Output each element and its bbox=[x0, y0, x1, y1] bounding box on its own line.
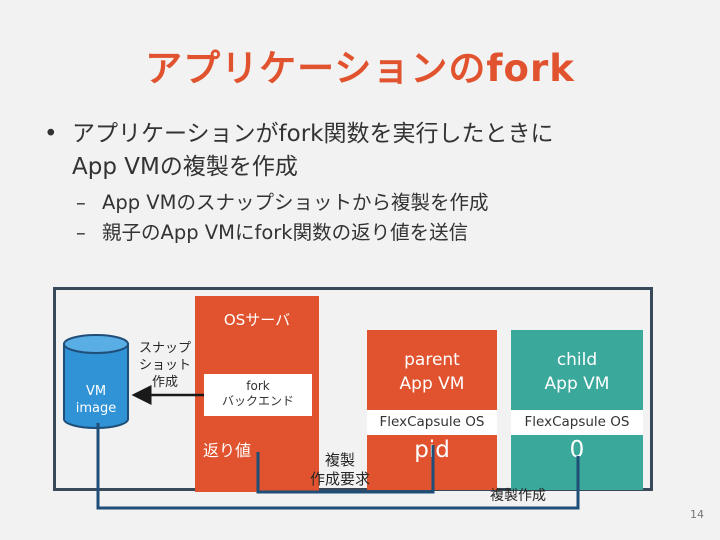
sub-bullet-item: – 親子のApp VMにfork関数の返り値を送信 bbox=[44, 218, 684, 248]
parent-flexcapsule-os: FlexCapsule OS bbox=[367, 410, 497, 435]
bullet-text-line-1: アプリケーションがfork関数を実行したときに bbox=[72, 121, 554, 147]
duplicate-create-line bbox=[96, 423, 580, 510]
page-number: 14 bbox=[690, 508, 704, 521]
bullet-list: • アプリケーションがfork関数を実行したときに App VMの複製を作成 –… bbox=[44, 118, 684, 248]
duplicate-request-label: 複製 作成要求 bbox=[309, 451, 370, 488]
parent-app-vm-label: parent App VM bbox=[399, 350, 465, 394]
vm-image-label: VM image bbox=[75, 384, 117, 416]
child-app-vm-label: child App VM bbox=[544, 350, 610, 394]
sub-bullet-text: 親子のApp VMにfork関数の返り値を送信 bbox=[102, 221, 469, 244]
sub-bullet-dash-icon: – bbox=[76, 191, 86, 214]
bullet-text-line-2: App VMの複製を作成 bbox=[72, 154, 298, 180]
bullet-dot-icon: • bbox=[44, 121, 58, 147]
fork-backend-line1: fork bbox=[246, 379, 270, 393]
snapshot-create-label: スナップ ショット 作成 bbox=[138, 341, 191, 390]
sub-bullet-dash-icon: – bbox=[76, 221, 86, 244]
sub-bullet-text: App VMのスナップショットから複製を作成 bbox=[102, 191, 489, 214]
fork-backend-line2: バックエンド bbox=[221, 394, 294, 408]
diagram-frame bbox=[53, 287, 653, 491]
os-server-label: OSサーバ bbox=[223, 311, 291, 329]
return-value-label: 返り値 bbox=[203, 441, 252, 460]
return-to-parent-line bbox=[256, 445, 435, 494]
child-flexcapsule-os: FlexCapsule OS bbox=[511, 410, 643, 435]
bullet-item: • アプリケーションがfork関数を実行したときに App VMの複製を作成 bbox=[44, 118, 684, 184]
child-return-value: 0 bbox=[569, 437, 585, 463]
fork-backend-box: fork バックエンド bbox=[204, 374, 312, 416]
sub-bullet-item: – App VMのスナップショットから複製を作成 bbox=[44, 188, 684, 218]
slide-title: アプリケーションのfork bbox=[145, 47, 575, 90]
duplicate-create-label: 複製作成 bbox=[490, 488, 546, 504]
